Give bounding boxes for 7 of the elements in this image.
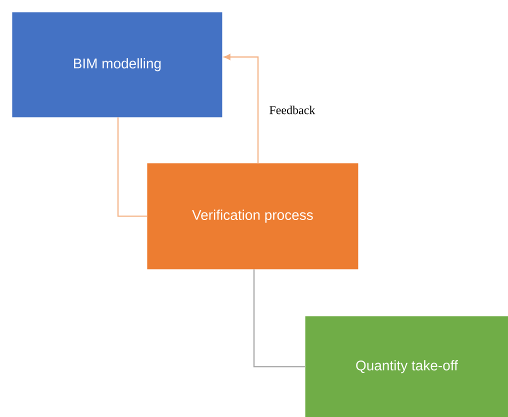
connector-line [224, 54, 259, 163]
edge-label: Feedback [268, 104, 316, 116]
process-box: Quantity take-off [305, 316, 508, 417]
process-box: Verification process [147, 163, 358, 270]
connector-line [117, 117, 147, 217]
process-box: BIM modelling [12, 12, 222, 118]
connector-line [253, 269, 305, 368]
